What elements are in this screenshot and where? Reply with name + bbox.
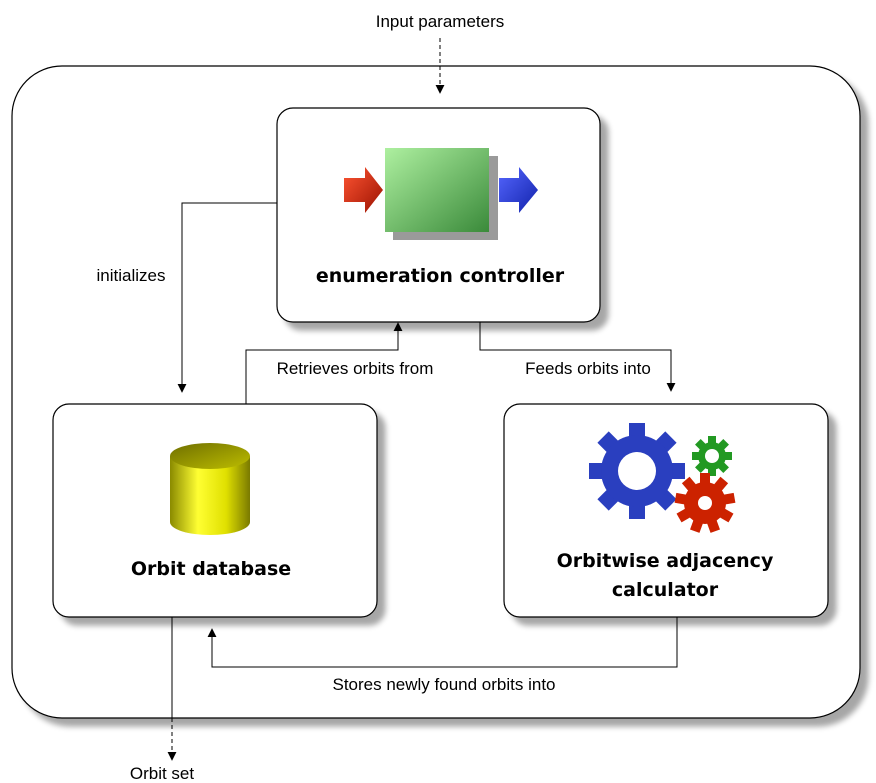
edge-retrieves <box>245 322 403 404</box>
orbit-database-node: Orbit database <box>52 403 378 618</box>
edge-label-stores: Stores newly found orbits into <box>332 675 555 694</box>
output-orbit-set-label: Orbit set <box>130 764 195 783</box>
process-box-icon <box>344 148 538 240</box>
edge-label-feeds: Feeds orbits into <box>525 359 651 378</box>
input-parameters-label: Input parameters <box>376 12 505 31</box>
orbit-database-title: Orbit database <box>131 558 291 580</box>
edge-feeds <box>479 322 676 392</box>
database-cylinder-icon <box>170 443 250 535</box>
orbitwise-adjacency-calculator-node: Orbitwise adjacency calculator <box>503 403 829 618</box>
enumeration-controller-node: enumeration controller <box>276 107 601 323</box>
edge-initializes <box>177 202 277 393</box>
calculator-title-line2: calculator <box>612 579 719 601</box>
edge-stores <box>207 617 678 668</box>
gears-icon <box>589 423 736 533</box>
enumeration-controller-title: enumeration controller <box>316 265 565 287</box>
edge-label-initializes: initializes <box>97 266 166 285</box>
edge-label-retrieves: Retrieves orbits from <box>277 359 434 378</box>
calculator-title-line1: Orbitwise adjacency <box>557 550 774 572</box>
